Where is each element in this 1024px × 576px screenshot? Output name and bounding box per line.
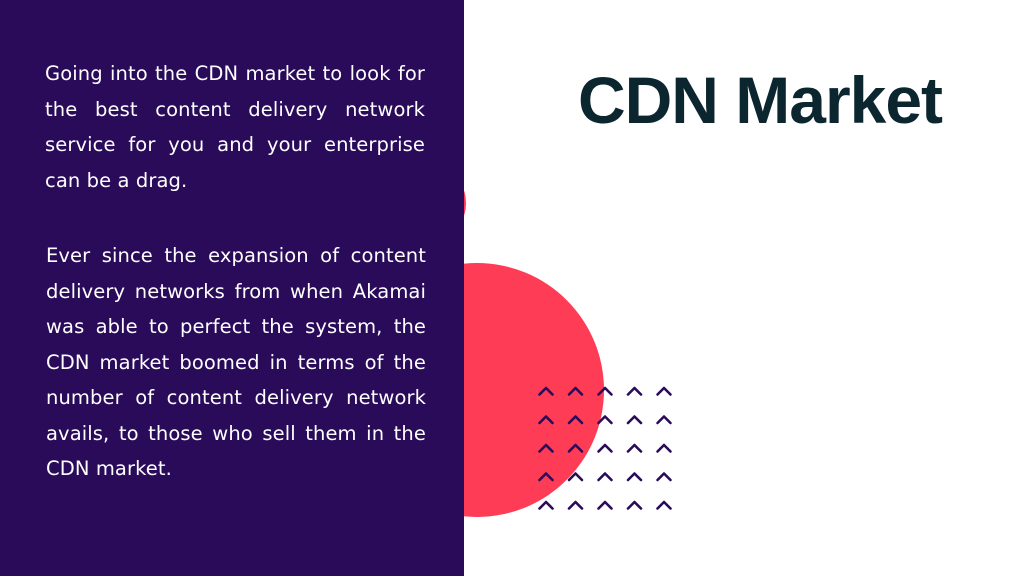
chevron-up-icon [567, 443, 584, 453]
chevron-up-icon [538, 500, 554, 510]
chevron-up-icon [538, 443, 554, 453]
chevron-up-icon [626, 472, 643, 482]
chevron-up-icon [656, 386, 672, 396]
chevron-up-icon [538, 472, 554, 482]
chevron-up-icon [597, 500, 613, 510]
history-paragraph: Ever since the expansion of content deli… [46, 244, 426, 480]
chevron-up-icon [656, 415, 672, 425]
chevron-up-icon [567, 415, 584, 425]
chevron-up-icon [597, 443, 613, 453]
chevron-up-icon [567, 500, 584, 510]
chevron-up-icon [656, 443, 672, 453]
chevron-up-icon [597, 415, 613, 425]
chevron-up-icon [626, 500, 643, 510]
chevron-up-icon [597, 472, 613, 482]
page-title: CDN Market [577, 63, 943, 137]
chevron-up-icon [626, 386, 643, 396]
chevron-up-icon [538, 386, 554, 396]
chevron-up-icon [538, 415, 554, 425]
chevron-up-icon [597, 386, 613, 396]
chevron-pattern [538, 386, 672, 510]
chevron-up-icon [567, 386, 584, 396]
chevron-up-icon [626, 415, 643, 425]
chevron-up-icon [656, 472, 672, 482]
left-panel: Going into the CDN market to look for th… [0, 0, 464, 576]
chevron-up-icon [656, 500, 672, 510]
intro-paragraph: Going into the CDN market to look for th… [45, 62, 425, 192]
chevron-up-icon [626, 443, 643, 453]
chevron-up-icon [567, 472, 584, 482]
